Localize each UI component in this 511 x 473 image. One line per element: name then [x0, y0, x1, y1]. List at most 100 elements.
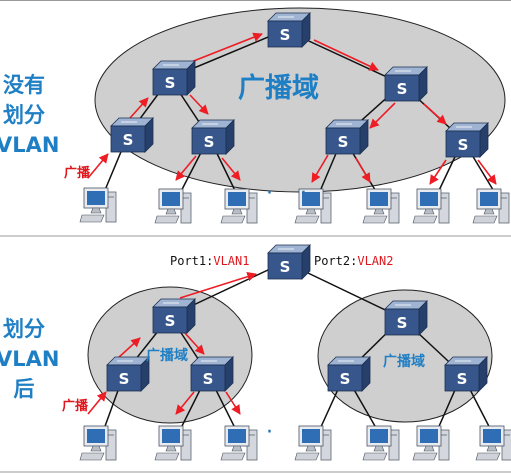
pc-stand	[305, 208, 317, 215]
switch-front	[444, 364, 480, 392]
top-switch-icon-rr: S	[445, 122, 489, 158]
pc-screen	[420, 429, 438, 443]
bottom-arrow-pc-to-ll	[87, 391, 107, 415]
port2-vlan: VLAN2	[357, 254, 394, 268]
pc-stand	[305, 445, 317, 452]
switch-front	[445, 130, 481, 158]
bottom-switch-icon-rl: S	[327, 356, 371, 392]
port1-vlan: VLAN1	[213, 254, 250, 268]
top-switch-icon-lr: S	[191, 119, 235, 155]
switch-front	[384, 308, 420, 336]
bottom-switch-icon-lr: S	[190, 356, 234, 392]
top-side-label-line-1: 没有	[3, 73, 45, 97]
bottom-pc-icon-6	[475, 425, 511, 461]
switch-front	[384, 74, 420, 102]
top-pc-icon-0	[79, 187, 117, 223]
switch-glyph: S	[338, 133, 349, 151]
pc-stand	[373, 445, 385, 452]
top-arrow-l-to-lr	[189, 94, 209, 115]
pc-keyboard	[475, 452, 501, 461]
bottom-ellipsis: · ·	[266, 420, 317, 445]
top-switch-icon-ll: S	[110, 117, 154, 153]
top-side-label-line-3: VLAN	[0, 133, 60, 157]
pc-stand	[423, 208, 435, 215]
pc-screen	[302, 192, 320, 206]
bottom-side-label-line-3: 后	[13, 377, 35, 401]
top-side-label: 没有 划分 VLAN	[0, 70, 60, 160]
top-ellipsis: · ·	[266, 181, 317, 206]
switch-front	[152, 306, 188, 334]
switch-front	[267, 20, 303, 48]
top-pc-icon-3	[294, 188, 332, 224]
pc-screen	[480, 192, 498, 206]
switch-glyph: S	[165, 312, 176, 330]
port1-name: Port1:	[170, 254, 214, 268]
top-broadcast-label: 广播	[64, 166, 91, 181]
switch-front	[267, 252, 303, 280]
top-arrow-rl-to-pc3	[311, 154, 329, 183]
switch-glyph: S	[458, 136, 469, 154]
pc-stand	[90, 207, 102, 214]
bottom-broadcast-label: 广播	[62, 399, 89, 414]
top-arrow-pc-to-ll	[87, 153, 109, 179]
top-arrow-root-to-r	[313, 39, 379, 71]
switch-glyph: S	[119, 370, 130, 388]
bottom-switch-icon-ll: S	[106, 356, 150, 392]
top-pc-icon-2	[220, 188, 258, 224]
top-pc-icon-5	[412, 188, 450, 224]
pc-stand	[231, 445, 243, 452]
switch-glyph: S	[397, 314, 408, 332]
bottom-pc-icon-1	[154, 425, 192, 461]
pc-screen	[483, 429, 501, 443]
bottom-switch-icon-left: S	[152, 298, 196, 334]
pc-stand	[90, 445, 102, 452]
bottom-switch-icon-rr: S	[444, 356, 488, 392]
bottom-pc-icon-2	[220, 425, 258, 461]
bottom-domain-label-left: 广播域	[146, 348, 188, 364]
switch-front	[325, 127, 361, 155]
pc-keyboard	[362, 452, 388, 461]
pc-keyboard	[412, 452, 438, 461]
top-switch-icon-rl: S	[325, 119, 369, 155]
pc-stand	[165, 208, 177, 215]
top-arrow-rr-to-pc5	[429, 159, 447, 185]
pc-screen	[370, 192, 388, 206]
pc-stand	[231, 208, 243, 215]
bottom-side-label: 划分 VLAN 后	[0, 314, 59, 404]
top-arrow-ll-to-l	[129, 97, 149, 119]
top-domain-label: 广播域	[238, 73, 319, 104]
bottom-pc-icon-5	[412, 425, 450, 461]
pc-screen	[87, 191, 105, 205]
top-arrow-l-to-root	[185, 32, 263, 65]
top-pc-icon-1	[154, 188, 192, 224]
pc-screen	[228, 192, 246, 206]
pc-screen	[370, 429, 388, 443]
pc-keyboard	[294, 452, 320, 461]
bottom-pc-icon-3	[294, 425, 332, 461]
pc-stand	[373, 208, 385, 215]
bottom-domain-label-right: 广播域	[383, 354, 425, 370]
switch-front	[190, 364, 226, 392]
top-arrow-lr-to-pc1	[175, 155, 197, 181]
pc-keyboard	[362, 215, 388, 224]
switch-glyph: S	[280, 258, 291, 276]
top-arrow-rr-to-pc6	[477, 159, 497, 185]
switch-glyph: S	[204, 133, 215, 151]
switch-front	[106, 364, 142, 392]
switch-glyph: S	[457, 370, 468, 388]
bottom-arrow-l-to-root	[179, 272, 257, 299]
switch-glyph: S	[165, 74, 176, 92]
switch-glyph: S	[203, 370, 214, 388]
bottom-arrow-ll-to-l	[117, 337, 141, 359]
pc-keyboard	[154, 215, 180, 224]
top-arrow-lr-to-pc2	[221, 157, 241, 181]
top-side-label-line-2: 划分	[3, 103, 45, 127]
bottom-root-switch-icon: S	[267, 244, 311, 280]
pc-keyboard	[220, 452, 246, 461]
top-arrow-r-to-rl	[369, 102, 396, 129]
switch-front	[110, 125, 146, 153]
pc-stand	[165, 445, 177, 452]
switch-glyph: S	[280, 26, 291, 44]
bottom-pc-icon-4	[362, 425, 400, 461]
